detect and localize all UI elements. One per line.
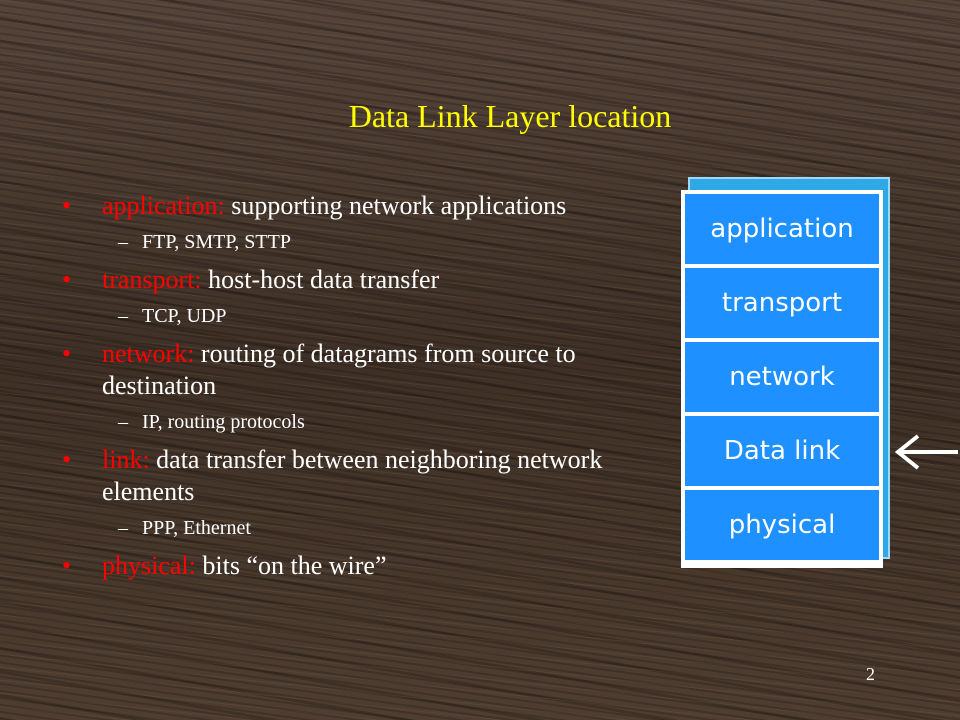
left-arrow-icon — [894, 434, 958, 470]
bullet-application: application: supporting network applicat… — [60, 190, 620, 256]
layer-transport: transport — [685, 268, 879, 338]
layer-data-link: Data link — [685, 416, 879, 486]
slide-title-container: Data Link Layer location — [250, 98, 770, 135]
bullet-list: application: supporting network applicat… — [60, 190, 620, 590]
sub-item: TCP, UDP — [102, 302, 620, 330]
bullet-text: supporting network applications — [224, 191, 567, 220]
bullet-term: network: — [102, 339, 195, 368]
layer-application: application — [685, 194, 879, 264]
bullet-text: routing of datagrams from source to dest… — [102, 339, 576, 400]
sub-item: IP, routing protocols — [102, 408, 620, 436]
layer-network: network — [685, 342, 879, 412]
sub-list: PPP, Ethernet — [102, 514, 620, 542]
sub-item: PPP, Ethernet — [102, 514, 620, 542]
bullet-network: network: routing of datagrams from sourc… — [60, 338, 620, 436]
bullet-transport: transport: host-host data transfer TCP, … — [60, 264, 620, 330]
layer-physical: physical — [685, 490, 879, 560]
bullet-text: host-host data transfer — [201, 265, 440, 294]
bullet-physical: physical: bits “on the wire” — [60, 550, 620, 582]
page-number: 2 — [866, 664, 875, 684]
sub-list: TCP, UDP — [102, 302, 620, 330]
bullet-text: data transfer between neighboring networ… — [102, 445, 603, 506]
sub-list: FTP, SMTP, STTP — [102, 228, 620, 256]
sub-item: FTP, SMTP, STTP — [102, 228, 620, 256]
bullet-term: transport: — [102, 265, 202, 294]
bullet-text: bits “on the wire” — [195, 551, 387, 580]
bullet-term: physical: — [102, 551, 196, 580]
slide-title: Data Link Layer location — [348, 98, 672, 134]
bullet-term: application: — [102, 191, 225, 220]
bullet-link: link: data transfer between neighboring … — [60, 444, 620, 542]
protocol-stack: application transport network Data link … — [681, 190, 883, 568]
sub-list: IP, routing protocols — [102, 408, 620, 436]
bullet-term: link: — [102, 445, 150, 474]
